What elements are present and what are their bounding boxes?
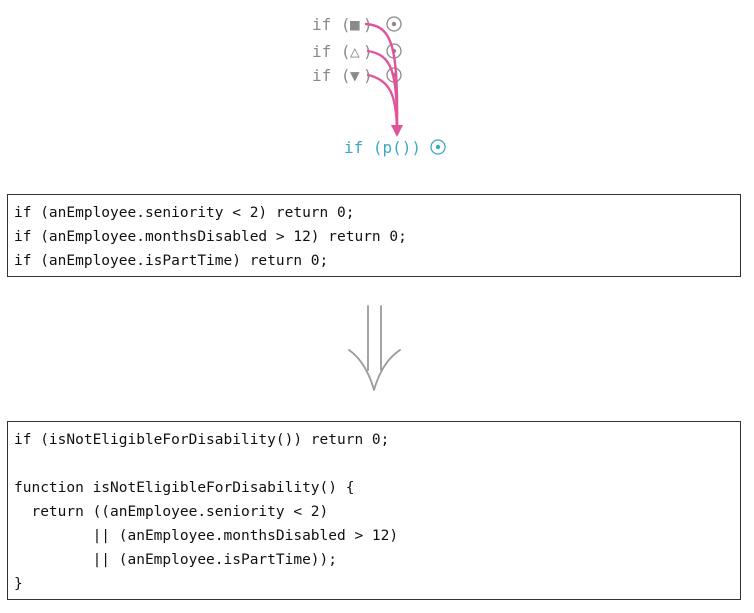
target-dot-icon	[386, 16, 402, 32]
code-line: }	[14, 576, 23, 592]
merge-arrowhead-icon	[391, 125, 403, 137]
code-line: || (anEmployee.isPartTime));	[14, 552, 338, 568]
target-condition-text: if (p())	[344, 138, 421, 157]
target-dot-icon	[430, 139, 446, 155]
code-line: || (anEmployee.monthsDisabled > 12)	[14, 528, 399, 544]
before-code-box: if (anEmployee.seniority < 2) return 0; i…	[7, 194, 741, 277]
code-line: if (anEmployee.isPartTime) return 0;	[14, 253, 329, 269]
condition-2: if ( △ )	[312, 42, 402, 61]
condition-2-prefix: if (	[312, 42, 351, 61]
merge-arrow-3	[366, 73, 399, 130]
after-code-box: if (isNotEligibleForDisability()) return…	[7, 421, 741, 600]
code-line	[14, 452, 740, 476]
square-symbol-icon: ■	[350, 15, 360, 34]
down-triangle-symbol-icon: ▼	[350, 66, 360, 85]
triangle-symbol-icon: △	[350, 42, 360, 61]
condition-3-prefix: if (	[312, 66, 351, 85]
code-line: if (anEmployee.monthsDisabled > 12) retu…	[14, 229, 407, 245]
condition-1-prefix: if (	[312, 15, 351, 34]
code-line: if (anEmployee.seniority < 2) return 0;	[14, 205, 355, 221]
code-line: return ((anEmployee.seniority < 2)	[14, 504, 329, 520]
target-condition: if (p())	[344, 138, 446, 157]
code-line: function isNotEligibleForDisability() {	[14, 480, 355, 496]
condition-1: if ( ■ )	[312, 15, 402, 34]
before-code: if (anEmployee.seniority < 2) return 0; i…	[8, 201, 740, 273]
merge-arrows	[364, 22, 399, 130]
condition-3: if ( ▼ )	[312, 66, 402, 85]
after-code: if (isNotEligibleForDisability()) return…	[8, 428, 740, 596]
top-diagram: if ( ■ ) if ( △ ) if ( ▼ ) if (p()	[312, 15, 446, 391]
merge-arrow-2	[366, 49, 399, 130]
code-line: if (isNotEligibleForDisability()) return…	[14, 432, 390, 448]
double-down-arrow-icon	[348, 305, 401, 391]
